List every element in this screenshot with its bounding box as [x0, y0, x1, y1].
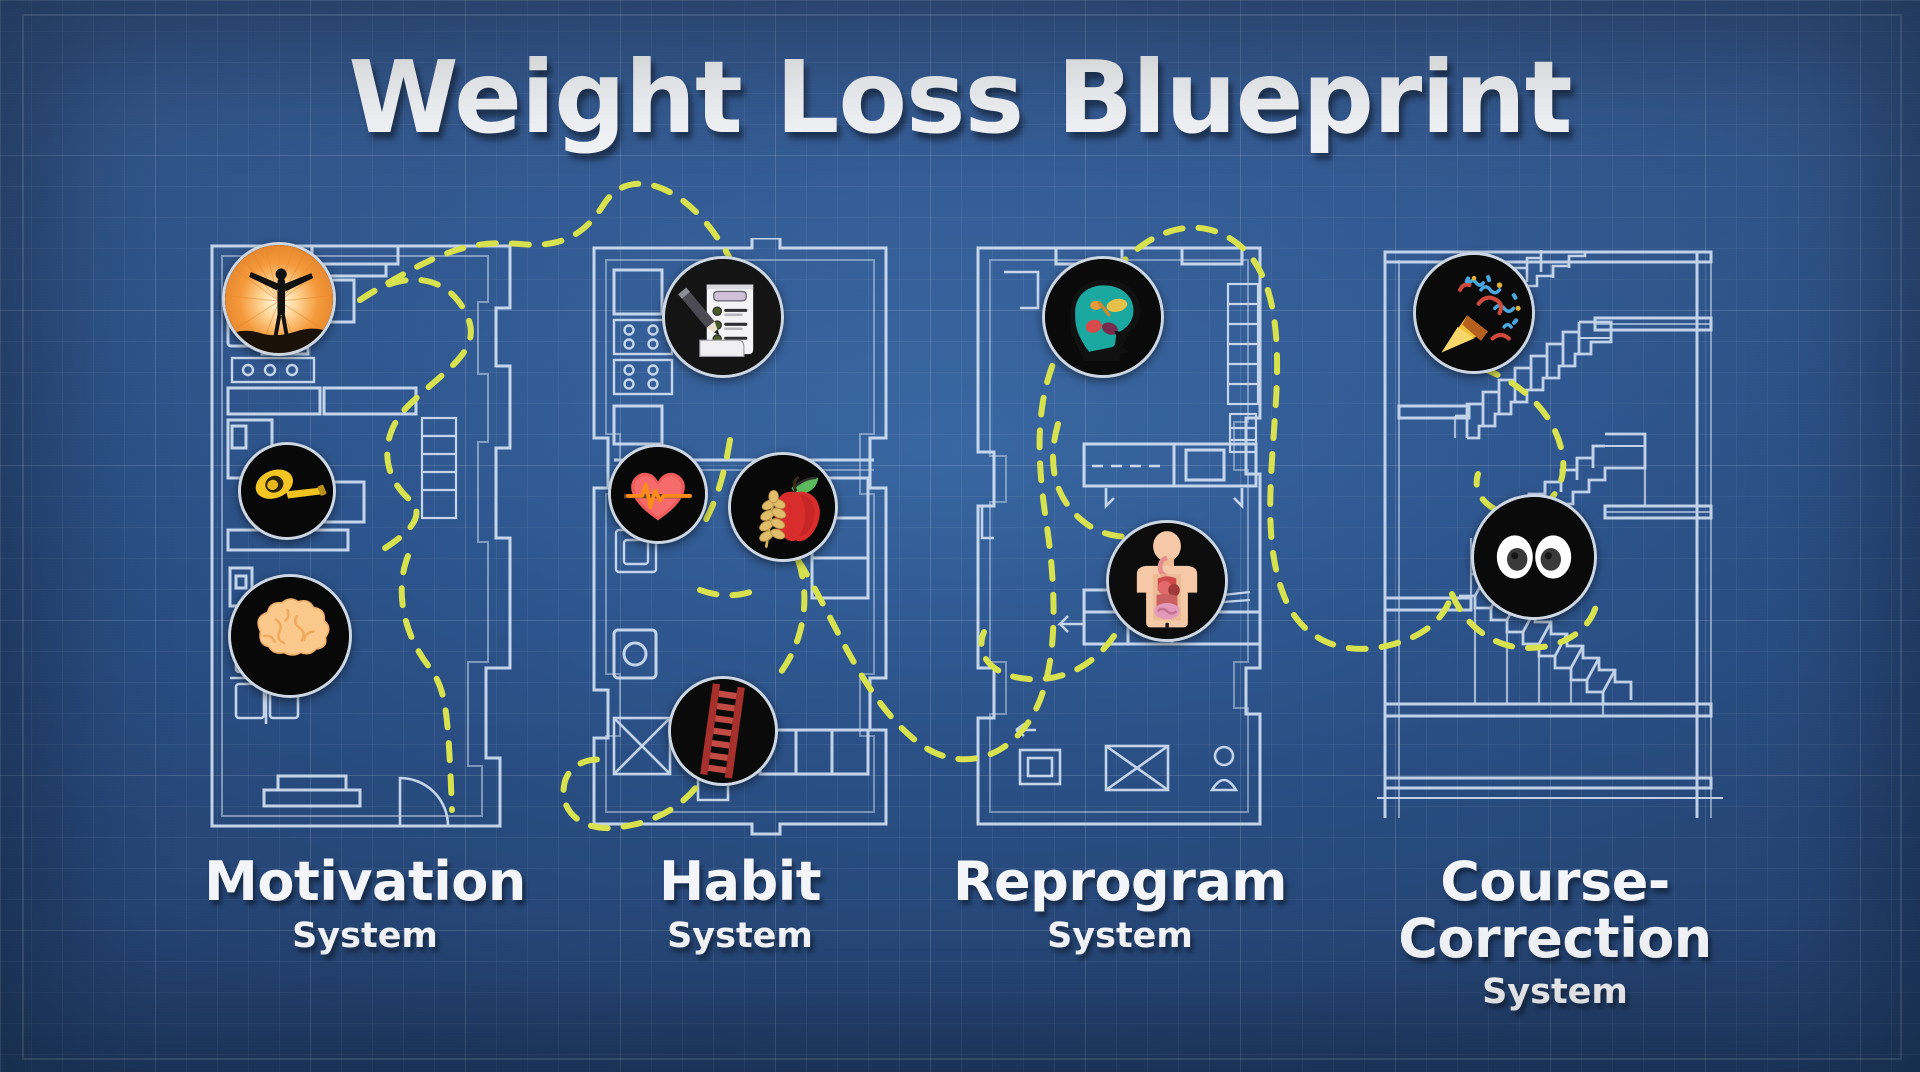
apple-wheat-icon[interactable] [728, 452, 838, 562]
label-motivation: Motivation System [204, 850, 526, 957]
tape-measure-icon[interactable] [238, 442, 336, 540]
confetti-cone-glyph [1416, 255, 1532, 371]
column-course-correction: Course- Correction System [1355, 238, 1755, 1012]
sunrise-person-icon[interactable] [222, 242, 336, 356]
mind-head-icon[interactable] [1042, 256, 1164, 378]
clipboard-pencil-glyph [665, 259, 781, 375]
label-habit: Habit System [658, 850, 822, 957]
anatomy-icon[interactable] [1106, 520, 1228, 642]
page-title: Weight Loss Blueprint [348, 39, 1572, 156]
apple-grain-glyph [731, 455, 835, 559]
torso-organs-glyph [1109, 523, 1225, 639]
head-with-brain-glyph [1045, 259, 1161, 375]
label-course-correction-sub: System [1482, 972, 1628, 1013]
label-course-correction-main-line2: Correction [1398, 906, 1712, 970]
label-motivation-main: Motivation [204, 850, 526, 913]
label-reprogram-main: Reprogram [952, 850, 1288, 913]
checklist-clipboard-icon[interactable] [662, 256, 784, 378]
brain-glyph [231, 577, 349, 695]
eyes-icon[interactable] [1471, 494, 1597, 620]
label-habit-main: Habit [658, 850, 822, 913]
label-course-correction-main-line1: Course- [1440, 850, 1670, 913]
column-motivation: Motivation System [200, 238, 530, 956]
measuring-tape-glyph [241, 445, 333, 537]
label-habit-sub: System [667, 915, 813, 956]
person-arms-out-sunburst-glyph [225, 245, 333, 353]
ladder-glyph [671, 679, 775, 783]
heart-pulse-glyph [611, 447, 705, 541]
label-reprogram-sub: System [1047, 915, 1193, 956]
page-border-frame [22, 14, 1902, 1060]
label-course-correction: Course- Correction System [1398, 850, 1712, 1013]
brain-icon[interactable] [228, 574, 352, 698]
party-popper-icon[interactable] [1413, 252, 1535, 374]
ladder-icon[interactable] [668, 676, 778, 786]
label-reprogram: Reprogram System [952, 850, 1288, 957]
heartbeat-icon[interactable] [608, 444, 708, 544]
column-habit: Habit System [580, 238, 900, 956]
label-motivation-sub: System [292, 915, 438, 956]
pair-of-eyes-glyph [1474, 497, 1594, 617]
column-reprogram: Reprogram System [953, 238, 1288, 956]
